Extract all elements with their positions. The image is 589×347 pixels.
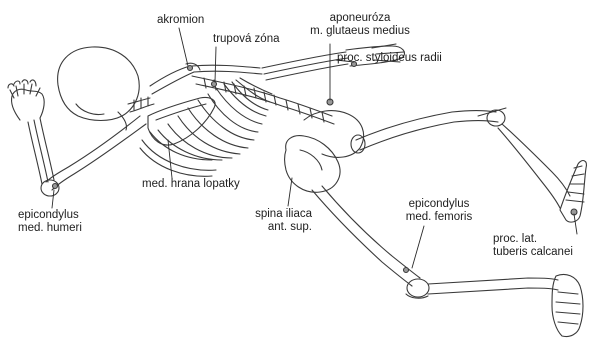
label-proc-styloideus-text: proc. styloideus radii [337,52,442,65]
label-epicondylus-humeri: epicondylus med. humeri [18,209,82,235]
label-akromion: akromion [157,14,204,27]
label-epicondylus-femoris: epicondylus med. femoris [396,198,482,224]
left-humerus [46,116,146,190]
label-spina-iliaca: spina iliaca ant. sup. [236,208,312,234]
label-epic-hum-line2: med. humeri [18,222,82,235]
label-proc-styloideus-radii: proc. styloideus radii [337,52,442,65]
skull [58,47,140,130]
label-trupova-zona-text: trupová zóna [213,33,280,46]
label-trupova-zona: trupová zóna [213,33,280,46]
cervical-spine [128,97,154,112]
leader-med-hrana [168,140,172,178]
right-humerus [192,65,262,74]
label-aponeuroza-line1: aponeuróza [304,12,416,25]
right-femur [351,111,498,154]
leader-calcaneus [574,214,577,234]
leader-akromion [179,28,188,66]
label-proc-lat-tuberis-calcanei: proc. lat. tuberis calcanei [493,233,573,259]
left-elbow [41,180,59,196]
right-lower-leg [498,124,570,208]
label-aponeuroza: aponeuróza m. glutaeus medius [304,12,416,38]
label-calc-line2: tuberis calcanei [493,246,573,259]
label-calc-line1: proc. lat. [493,233,573,246]
left-hand [8,80,44,120]
leader-epicondylus-humeri [52,190,54,208]
leader-spina-iliaca [288,178,292,206]
shoulder-girdle [150,63,200,94]
label-epic-hum-line1: epicondylus [18,209,82,222]
label-epic-fem-line2: med. femoris [396,211,482,224]
label-med-hrana-lopatky: med. hrana lopatky [142,178,240,191]
rib-cage [140,78,272,176]
label-spina-line1: spina iliaca [236,208,312,221]
label-epic-fem-line1: epicondylus [396,198,482,211]
right-forearm [262,52,348,80]
leader-epicondylus-femoris [412,226,424,268]
left-knee [406,279,429,298]
label-med-hrana-text: med. hrana lopatky [142,178,240,191]
left-forearm [28,118,54,184]
left-foot [552,274,583,336]
left-lower-leg [428,278,558,294]
label-akromion-text: akromion [157,14,204,27]
label-aponeuroza-line2: m. glutaeus medius [304,25,416,38]
leader-trupova-zona [215,47,216,82]
label-spina-line2: ant. sup. [236,221,312,234]
right-foot [560,161,586,223]
